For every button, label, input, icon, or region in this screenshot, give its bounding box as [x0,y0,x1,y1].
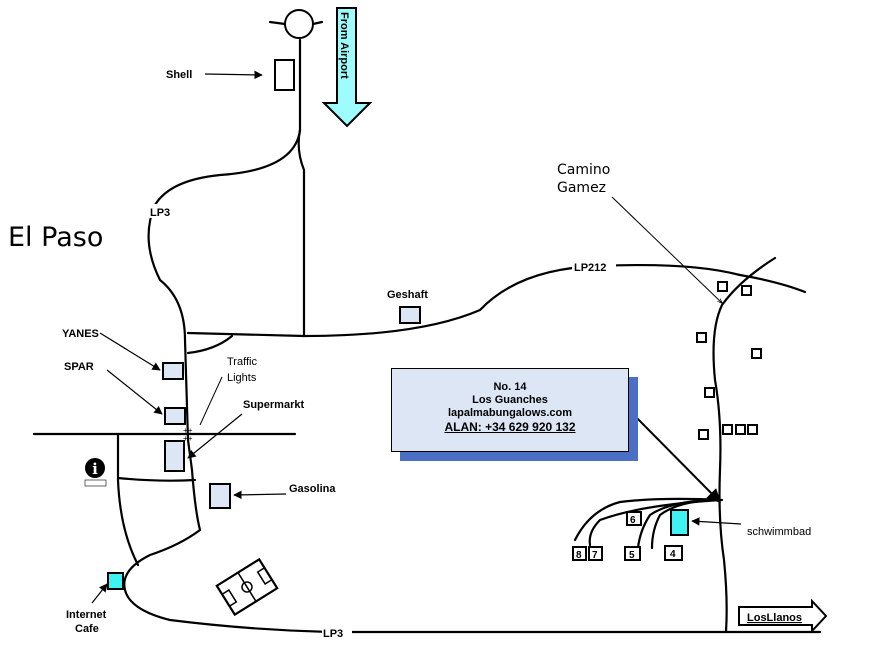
spar-arrow [106,369,163,415]
svg-text:7: 7 [592,550,598,561]
supermarkt-label: Supermarkt [243,399,304,411]
info-name: Los Guanches [472,394,548,406]
from-airport-text: From Airport [338,12,350,79]
info-pointer-arrow [626,407,721,503]
internet-cafe-building [107,572,124,590]
shell-building [274,59,295,91]
spar-label: SPAR [64,361,94,373]
road-main-south [123,438,822,634]
road-camino-gamez [712,256,777,634]
road-lp212 [186,263,807,338]
bungalow-8: 8 [572,546,587,561]
svg-text:i: i [92,460,98,478]
info-website[interactable]: lapalmabungalows.com [447,407,573,419]
schwimmbad-building [670,509,689,536]
road-label-lp3-north: LP3 [150,207,170,219]
svg-text:5: 5 [629,550,635,561]
supermarkt-arrow [187,413,243,459]
road-branch-1 [573,497,724,542]
camino-gamez-pointer [611,196,722,303]
road-label-lp3-south: LP3 [323,628,343,640]
internet-cafe-arrow [91,583,108,604]
bungalow-7: 7 [588,546,603,561]
town-name: El Paso [8,222,103,253]
supermarkt-building [164,440,185,472]
road-label-lp212: LP212 [574,262,606,274]
bungalow-4: 4 [664,545,683,561]
internet-cafe-label-2: Cafe [75,623,99,635]
roundabout-icon [284,9,314,39]
internet-cafe-label-1: Internet [66,609,107,621]
road-lp3-north [147,128,302,442]
gasolina-arrow [233,490,287,500]
geshaft-label: Geshaft [387,289,428,301]
los-llanos-label: LosLlanos [747,612,802,624]
contact-info-box: No. 14 Los Guanches lapalmabungalows.com… [391,368,629,452]
svg-text:6: 6 [630,515,636,526]
bungalow-markers [696,281,762,440]
camino-gamez-label-1: Camino [557,162,610,178]
road-connector [186,334,234,355]
football-pitch-icon [215,557,279,617]
yanes-arrow [99,332,161,371]
info-point-icon: i [84,458,107,487]
road-branch-4 [650,498,722,550]
geshaft-building [399,306,421,324]
gasolina-label: Gasolina [289,483,336,495]
info-phone[interactable]: ALAN: +34 629 920 132 [444,420,576,434]
svg-text:++: ++ [183,435,193,444]
info-house-number: No. 14 [493,381,527,393]
camino-gamez-label-2: Gamez [557,180,606,196]
bungalow-5: 5 [624,546,641,561]
roundabout-stub-right [311,20,324,26]
bungalow-6: 6 [626,511,642,526]
svg-text:8: 8 [576,550,582,561]
roundabout-stub-left [268,20,287,26]
yanes-label: YANES [62,328,99,340]
shell-label: Shell [166,69,192,81]
road-west-loop [116,432,140,567]
road-north [297,38,306,338]
traffic-lights-icon: ++ ++ [183,427,193,444]
svg-text:4: 4 [670,549,676,560]
svg-text:++: ++ [183,427,193,436]
shell-arrow [204,70,263,80]
spar-building [164,407,186,425]
direction-arrow-icon: LosLlanos [738,598,828,634]
traffic-label-2: Lights [227,372,257,384]
yanes-building [162,362,184,380]
traffic-pointer [199,376,223,426]
schwimmbad-arrow [691,517,742,526]
gasolina-building [209,483,231,509]
road-west-cross [116,476,197,482]
schwimmbad-label: schwimmbad [747,526,811,538]
traffic-label-1: Traffic [227,356,257,368]
from-airport-arrow: From Airport [321,7,373,128]
